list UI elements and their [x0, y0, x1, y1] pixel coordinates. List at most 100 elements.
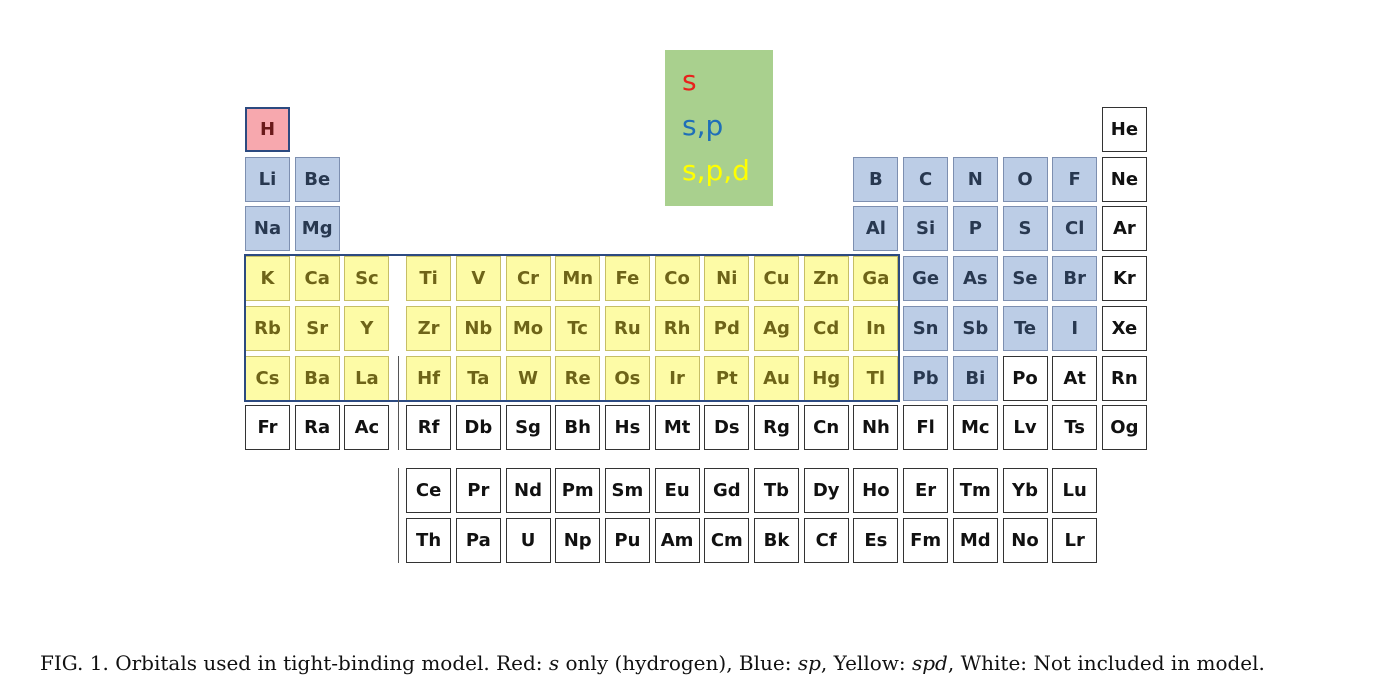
element-f: F [1052, 156, 1098, 202]
element-th: Th [406, 517, 452, 563]
element-sc: Sc [344, 256, 390, 302]
element-gd: Gd [704, 468, 750, 513]
element-yb: Yb [1002, 468, 1048, 513]
element-nh: Nh [853, 405, 899, 451]
element-be: Be [294, 156, 340, 202]
element-ru: Ru [604, 305, 650, 351]
element-co: Co [654, 256, 700, 302]
element-fl: Fl [903, 405, 949, 451]
element-pr: Pr [455, 468, 501, 513]
element-c: C [903, 156, 949, 202]
element-bi: Bi [952, 355, 998, 401]
element-ir: Ir [654, 355, 700, 401]
element-te: Te [1002, 305, 1048, 351]
element-hf: Hf [406, 355, 452, 401]
element-sm: Sm [604, 468, 650, 513]
element-bk: Bk [754, 517, 799, 563]
element-lv: Lv [1002, 405, 1048, 451]
element-fe: Fe [604, 256, 650, 302]
element-po: Po [1002, 355, 1048, 401]
element-cu: Cu [754, 256, 799, 302]
element-s: S [1002, 206, 1048, 252]
block-separator-line [398, 468, 400, 563]
element-ti: Ti [406, 256, 452, 302]
element-cd: Cd [803, 305, 849, 351]
caption-spd: spd [911, 651, 948, 675]
caption-prefix: FIG. 1. Orbitals used in tight-binding m… [40, 651, 549, 675]
element-pd: Pd [704, 305, 750, 351]
element-mn: Mn [555, 256, 601, 302]
element-cs: Cs [245, 355, 290, 401]
element-lr: Lr [1052, 517, 1098, 563]
element-ac: Ac [344, 405, 390, 451]
caption-mid2: , Yellow: [820, 651, 912, 675]
legend-s: s [682, 64, 697, 97]
element-k: K [245, 256, 290, 302]
element-ho: Ho [853, 468, 899, 513]
element-p: P [952, 206, 998, 252]
element-ge: Ge [903, 256, 949, 302]
element-ne: Ne [1101, 156, 1147, 202]
element-zn: Zn [803, 256, 849, 302]
element-ce: Ce [406, 468, 452, 513]
element-ca: Ca [294, 256, 340, 302]
element-i: I [1052, 305, 1098, 351]
element-kr: Kr [1101, 256, 1147, 302]
block-separator-line [398, 355, 400, 451]
element-o: O [1002, 156, 1048, 202]
element-au: Au [754, 355, 799, 401]
element-pa: Pa [455, 517, 501, 563]
element-mt: Mt [654, 405, 700, 451]
caption-mid1: only (hydrogen), Blue: [559, 651, 798, 675]
element-fm: Fm [903, 517, 949, 563]
element-sb: Sb [952, 305, 998, 351]
element-br: Br [1052, 256, 1098, 302]
element-cm: Cm [704, 517, 750, 563]
figure-caption: FIG. 1. Orbitals used in tight-binding m… [40, 651, 1385, 675]
element-ag: Ag [754, 305, 799, 351]
element-ds: Ds [704, 405, 750, 451]
element-rg: Rg [754, 405, 799, 451]
element-np: Np [555, 517, 601, 563]
element-no: No [1002, 517, 1048, 563]
element-rn: Rn [1101, 355, 1147, 401]
element-bh: Bh [555, 405, 601, 451]
element-mc: Mc [952, 405, 998, 451]
element-ra: Ra [294, 405, 340, 451]
element-ar: Ar [1101, 206, 1147, 252]
element-xe: Xe [1101, 305, 1147, 351]
orbital-legend: s s,p s,p,d [665, 50, 773, 206]
legend-spd: s,p,d [682, 154, 750, 187]
element-nd: Nd [505, 468, 551, 513]
element-lu: Lu [1052, 468, 1098, 513]
element-pm: Pm [555, 468, 601, 513]
element-rf: Rf [406, 405, 452, 451]
element-mg: Mg [294, 206, 340, 252]
element-li: Li [245, 156, 290, 202]
element-at: At [1052, 355, 1098, 401]
element-tb: Tb [754, 468, 799, 513]
element-re: Re [555, 355, 601, 401]
element-cr: Cr [505, 256, 551, 302]
element-pb: Pb [903, 355, 949, 401]
element-db: Db [455, 405, 501, 451]
element-sg: Sg [505, 405, 551, 451]
element-u: U [505, 517, 551, 563]
element-fr: Fr [245, 405, 290, 451]
caption-sp: sp [797, 651, 821, 675]
element-cn: Cn [803, 405, 849, 451]
element-in: In [853, 305, 899, 351]
element-md: Md [952, 517, 998, 563]
element-se: Se [1002, 256, 1048, 302]
element-tc: Tc [555, 305, 601, 351]
element-cf: Cf [803, 517, 849, 563]
element-pu: Pu [604, 517, 650, 563]
element-sn: Sn [903, 305, 949, 351]
element-he: He [1101, 107, 1147, 152]
element-as: As [952, 256, 998, 302]
element-er: Er [903, 468, 949, 513]
element-ta: Ta [455, 355, 501, 401]
element-es: Es [853, 517, 899, 563]
element-og: Og [1101, 405, 1147, 451]
